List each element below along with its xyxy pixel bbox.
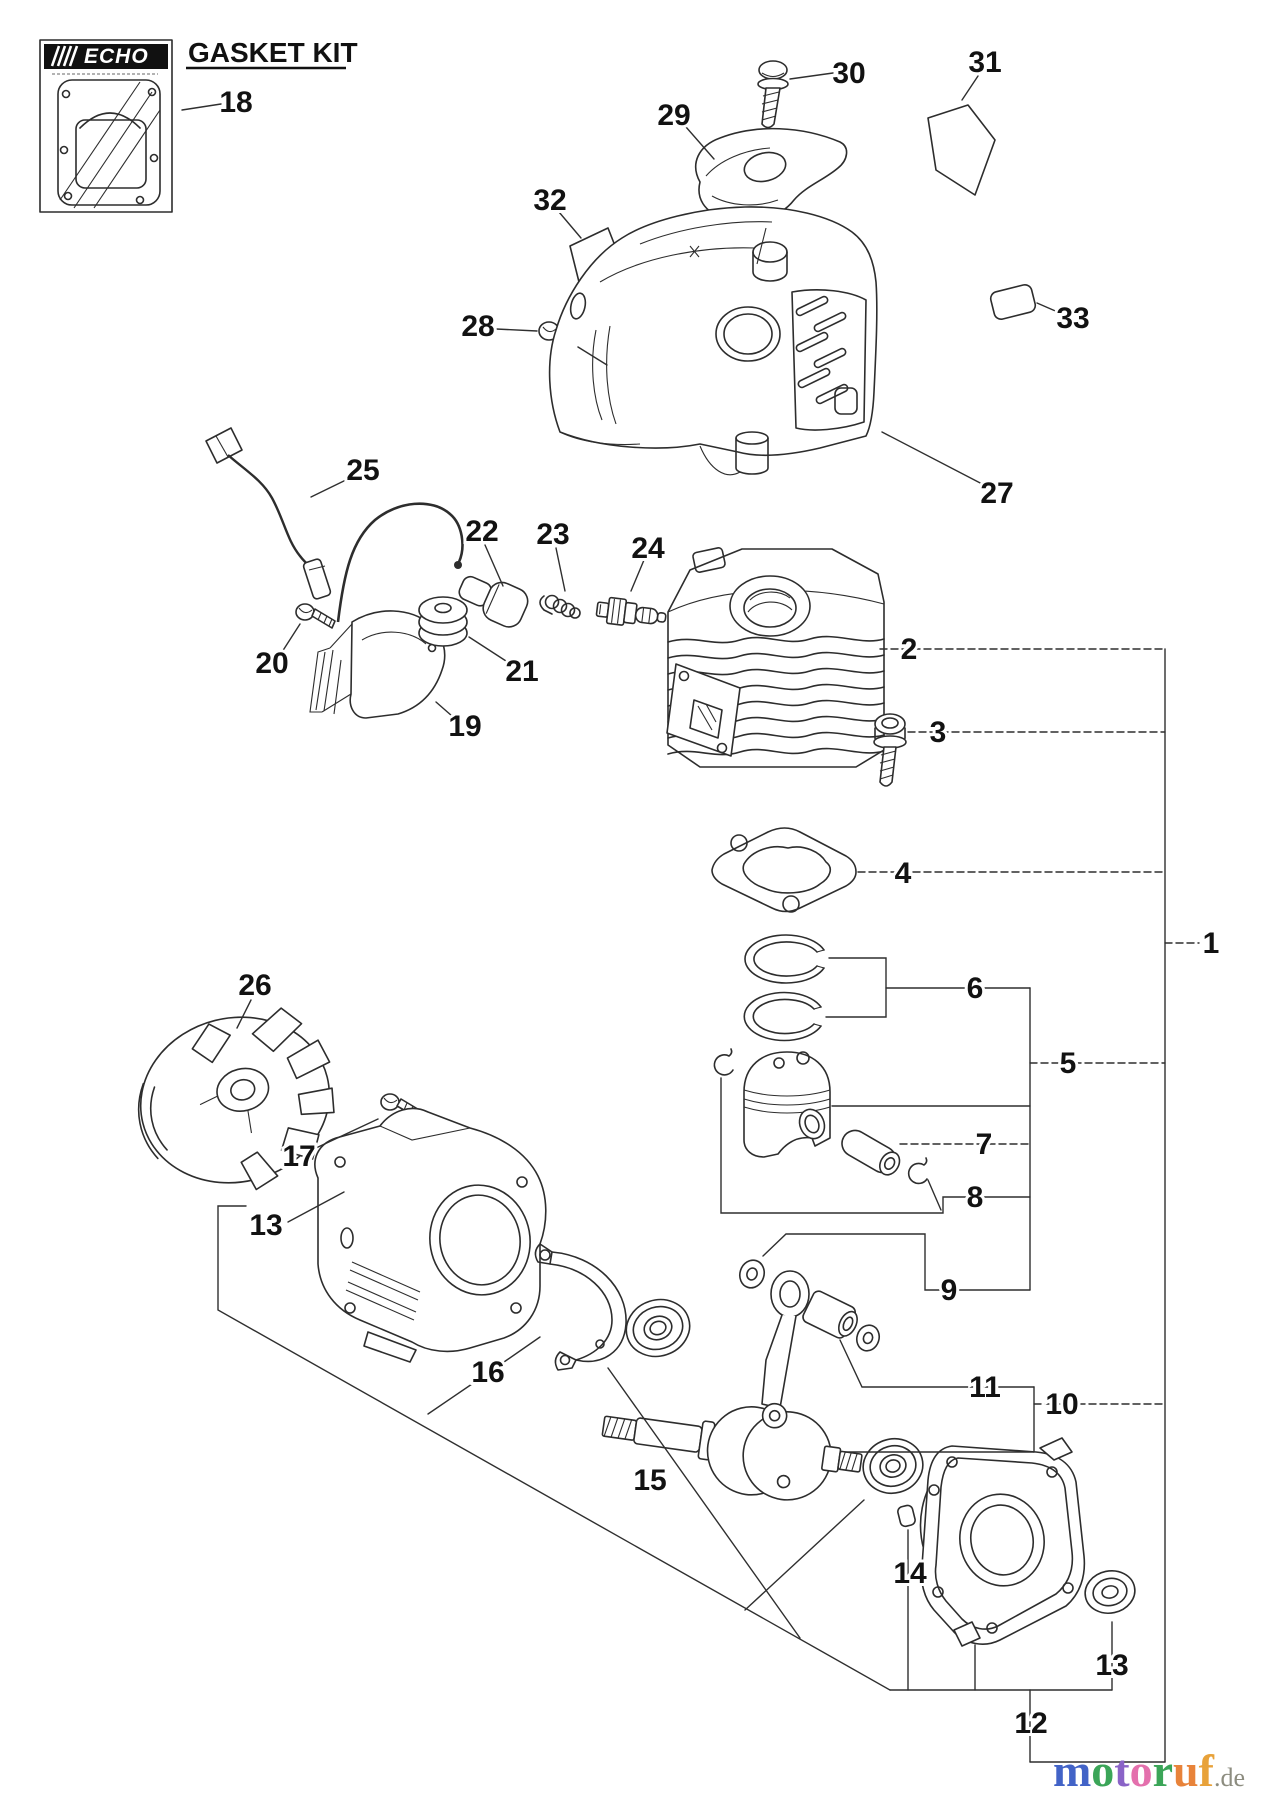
needle-bearing-11-drawing bbox=[802, 1290, 858, 1339]
crankcase-right-14-drawing bbox=[919, 1437, 1086, 1647]
watermark: motoruf.de bbox=[1053, 1745, 1245, 1796]
part-label-33: 33 bbox=[1056, 302, 1089, 335]
part-label-1: 1 bbox=[1203, 927, 1220, 960]
part-label-22: 22 bbox=[465, 515, 498, 548]
part-label-2: 2 bbox=[901, 633, 918, 666]
oil-seal-13-right-drawing bbox=[1084, 1570, 1136, 1614]
part-label-31: 31 bbox=[968, 46, 1001, 79]
screw-20-drawing bbox=[295, 603, 336, 629]
circlip-8a-drawing bbox=[713, 1048, 734, 1076]
part-label-17: 17 bbox=[282, 1140, 315, 1173]
part-label-28: 28 bbox=[461, 310, 494, 343]
part-label-26: 26 bbox=[238, 969, 271, 1002]
part-label-20: 20 bbox=[255, 647, 288, 680]
part-label-8: 8 bbox=[967, 1181, 984, 1214]
connecting-rod-9-drawing bbox=[761, 1270, 810, 1409]
part-label-4: 4 bbox=[895, 857, 912, 890]
high-tension-lead-drawing bbox=[336, 502, 464, 623]
piston-rings-6-drawing bbox=[743, 934, 825, 1042]
ball-bearing-left-drawing bbox=[625, 1298, 691, 1358]
part-label-6: 6 bbox=[967, 972, 984, 1005]
leader-lines bbox=[181, 72, 1200, 1763]
gasket-kit-illustration bbox=[57, 79, 161, 209]
piston-5-drawing bbox=[743, 1051, 831, 1158]
part-label-30: 30 bbox=[832, 57, 865, 90]
part-label-18: 18 bbox=[219, 86, 252, 119]
part-label-32: 32 bbox=[533, 184, 566, 217]
thrust-washer-b-drawing bbox=[855, 1324, 881, 1352]
terminal-23-drawing bbox=[539, 594, 581, 619]
part-label-10: 10 bbox=[1045, 1388, 1078, 1421]
exhaust-flange bbox=[666, 663, 741, 757]
lead-end bbox=[454, 561, 462, 569]
part-label-21: 21 bbox=[505, 655, 538, 688]
gasket-kit-box: ECHO bbox=[39, 39, 173, 213]
flywheel-26-drawing bbox=[137, 1007, 335, 1191]
part-label-19: 19 bbox=[448, 710, 481, 743]
part-label-27: 27 bbox=[980, 477, 1013, 510]
part-label-5: 5 bbox=[1060, 1047, 1077, 1080]
circlip-8b-drawing bbox=[907, 1157, 928, 1185]
crankshaft-10-drawing bbox=[601, 1402, 863, 1501]
thrust-washer-a-drawing bbox=[738, 1259, 766, 1289]
cylinder-gasket-4-drawing bbox=[711, 827, 857, 913]
part-label-13: 13 bbox=[249, 1209, 282, 1242]
gasket-31-drawing bbox=[927, 104, 996, 196]
echo-logo-text: ECHO bbox=[84, 45, 149, 68]
spark-plug-24-drawing bbox=[595, 596, 667, 626]
bolt-3-drawing bbox=[873, 713, 907, 787]
ball-bearing-right-drawing bbox=[862, 1437, 924, 1495]
part-label-9: 9 bbox=[941, 1274, 958, 1307]
engine-cover-27-drawing bbox=[548, 206, 878, 476]
part-label-12: 12 bbox=[1014, 1707, 1047, 1740]
stop-switch-wire-25-drawing bbox=[205, 427, 332, 600]
grommet-21-drawing bbox=[418, 596, 468, 647]
part-label-7: 7 bbox=[976, 1128, 993, 1161]
piston-pin-7-drawing bbox=[841, 1129, 901, 1176]
part-label-11: 11 bbox=[969, 1371, 1001, 1404]
part-label-29: 29 bbox=[657, 99, 690, 132]
screw-30-drawing bbox=[757, 60, 789, 129]
cylinder-2-drawing bbox=[666, 547, 885, 768]
part-label-25: 25 bbox=[346, 454, 379, 487]
spark-plug-cap-22-drawing bbox=[458, 575, 529, 628]
part-label-24: 24 bbox=[631, 532, 665, 565]
part-label-15: 15 bbox=[633, 1464, 666, 1497]
crankcase-gasket-15-drawing bbox=[534, 1243, 627, 1371]
label-plate-33-drawing bbox=[989, 284, 1037, 320]
part-label-13: 13 bbox=[1095, 1649, 1128, 1682]
crankcase-left-16-drawing bbox=[314, 1107, 547, 1363]
part-label-16: 16 bbox=[471, 1356, 504, 1389]
dowel-pin-drawing bbox=[897, 1504, 916, 1528]
part-label-3: 3 bbox=[930, 716, 947, 749]
part-label-14: 14 bbox=[893, 1557, 927, 1590]
part-label-23: 23 bbox=[536, 518, 569, 551]
kit-title: GASKET KIT bbox=[188, 37, 358, 68]
